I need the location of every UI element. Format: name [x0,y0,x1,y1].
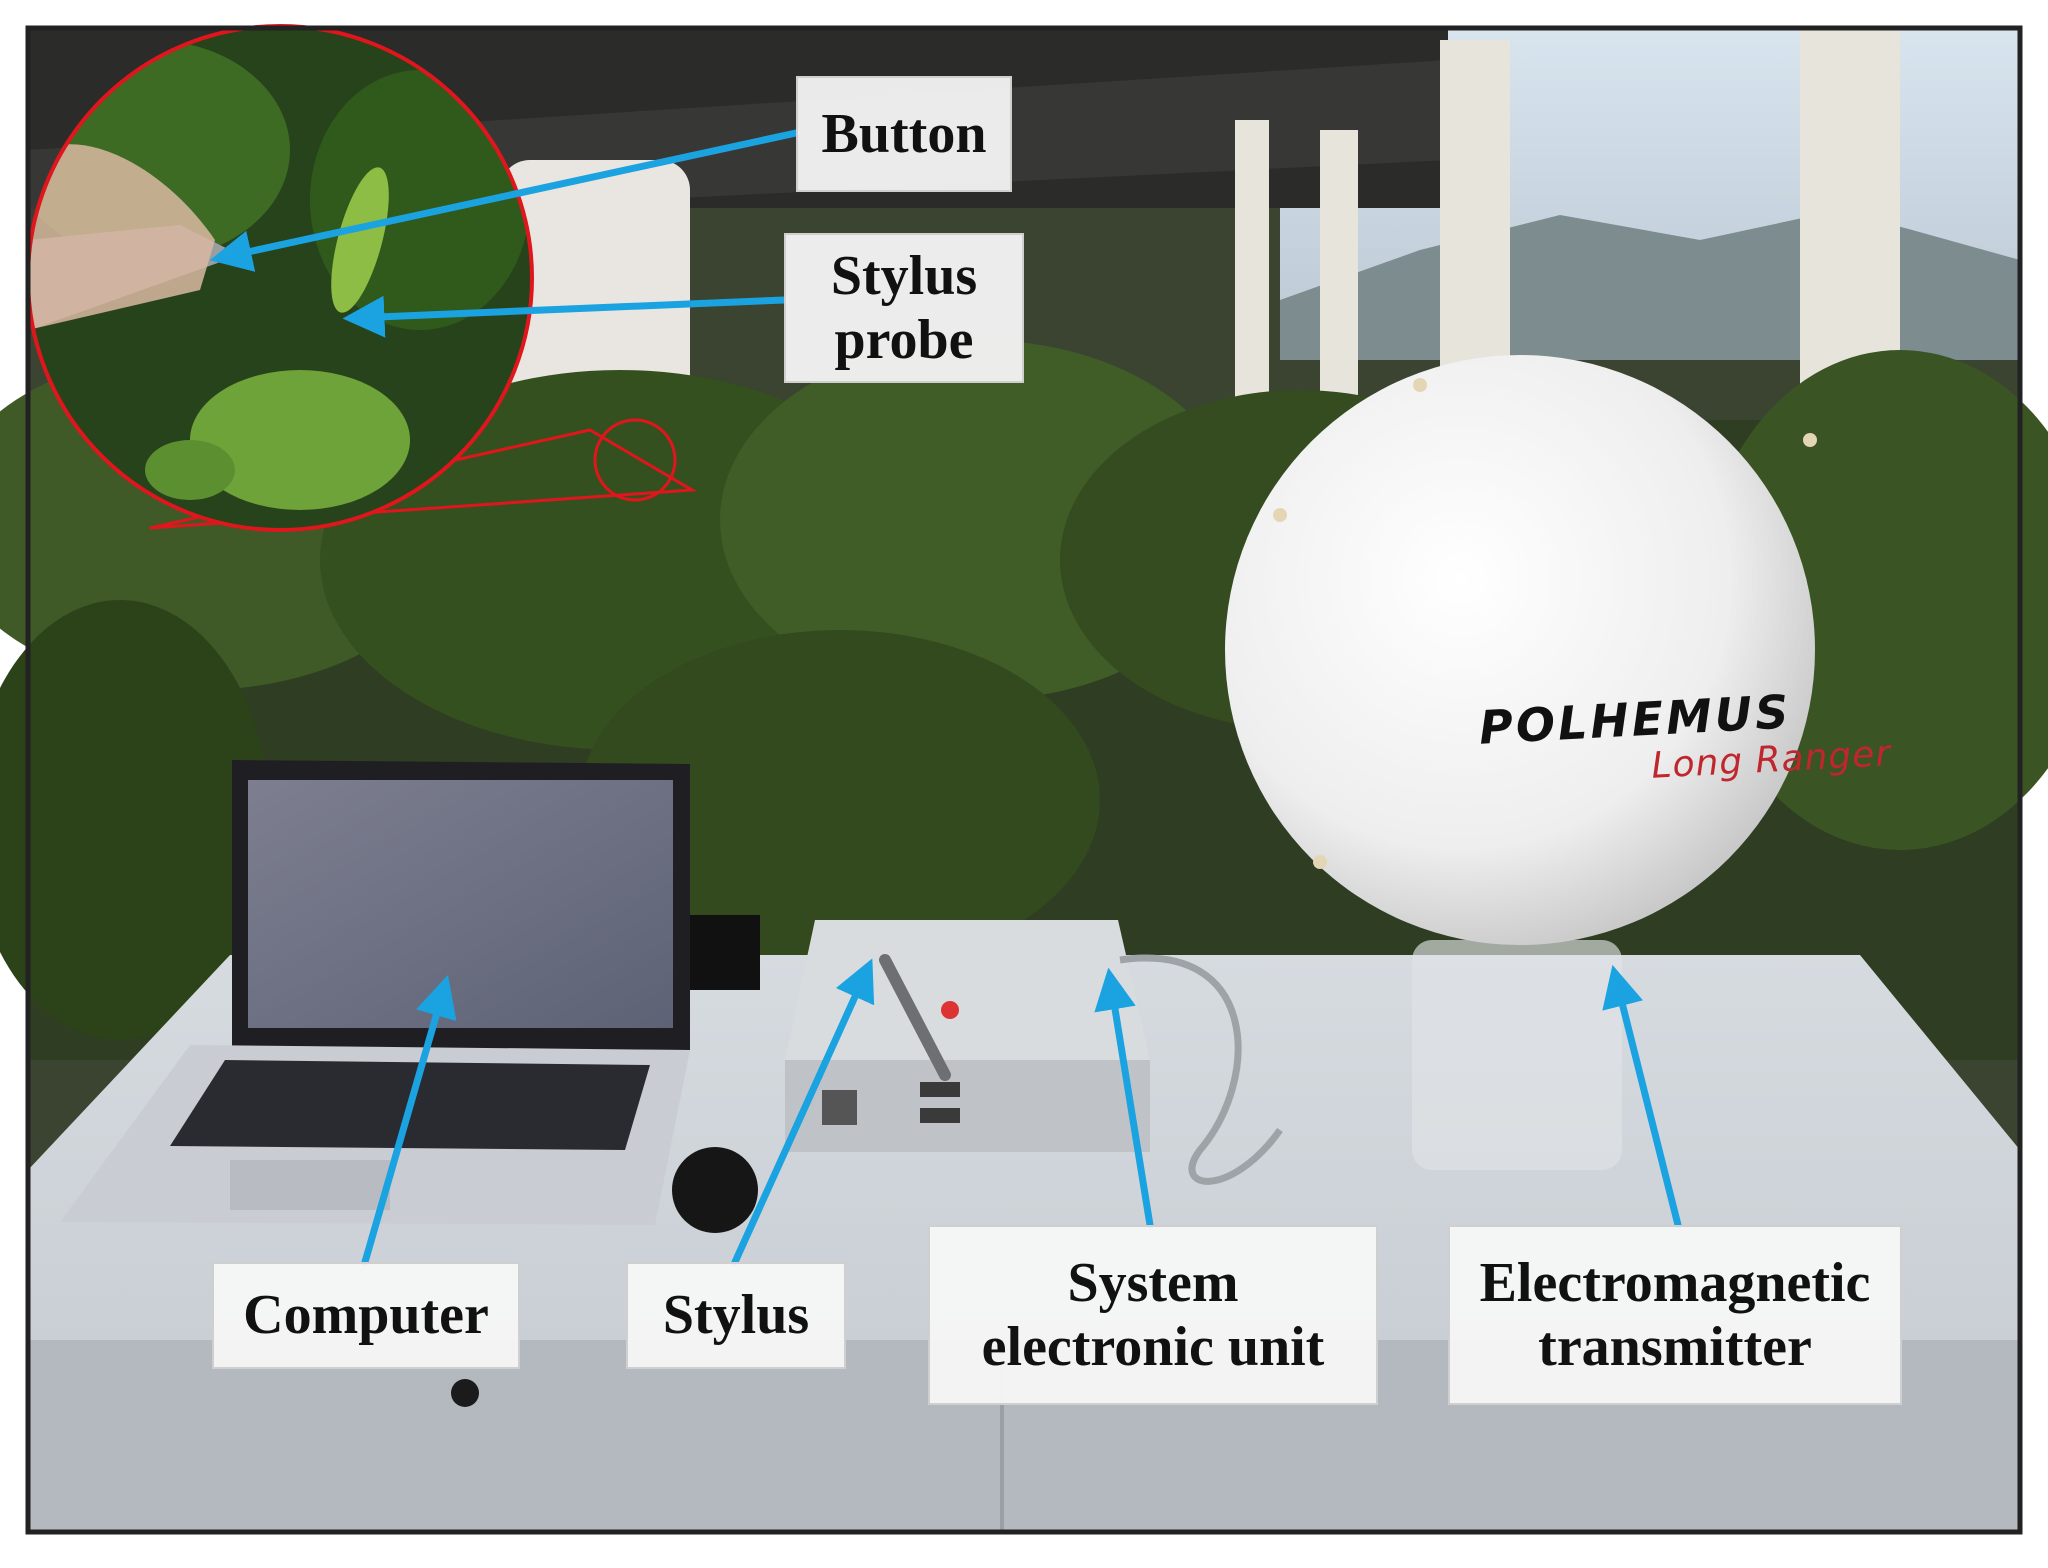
arrow-transmitter [1602,964,1682,1229]
system-electronic-unit [785,920,1150,1152]
figure-frame [25,25,2023,1535]
label-transmitter-line2: transmitter [1538,1316,1812,1378]
label-stylus-probe-line2: probe [834,309,974,371]
stylus-tool [879,954,951,1081]
label-computer-text: Computer [243,1284,489,1347]
arrow-computer [361,974,457,1266]
label-stylus-probe: Stylus probe [784,233,1024,383]
annotation-arrows [209,129,1682,1266]
laptop [60,760,690,1225]
label-electromagnetic-transmitter: Electromagnetic transmitter [1448,1225,1902,1405]
label-transmitter-line1: Electromagnetic [1479,1251,1871,1314]
electromagnetic-transmitter [1225,355,1817,1170]
label-button: Button [796,76,1012,192]
arrow-stylus-probe [342,295,788,338]
label-stylus-probe-line1: Stylus [830,244,978,307]
label-system-unit-line2: electronic unit [981,1316,1325,1378]
label-computer: Computer [212,1262,520,1369]
cables [1119,954,1283,1185]
label-stylus-text: Stylus [662,1284,810,1347]
arrow-button [209,129,800,272]
arrow-system-unit [1094,967,1154,1229]
black-box [690,915,760,990]
label-system-unit-line1: System [1067,1251,1239,1314]
arrow-stylus [731,958,875,1266]
label-stylus: Stylus [626,1262,846,1369]
label-button-text: Button [821,102,987,165]
mouse [672,1147,758,1233]
label-system-electronic-unit: System electronic unit [928,1225,1378,1405]
